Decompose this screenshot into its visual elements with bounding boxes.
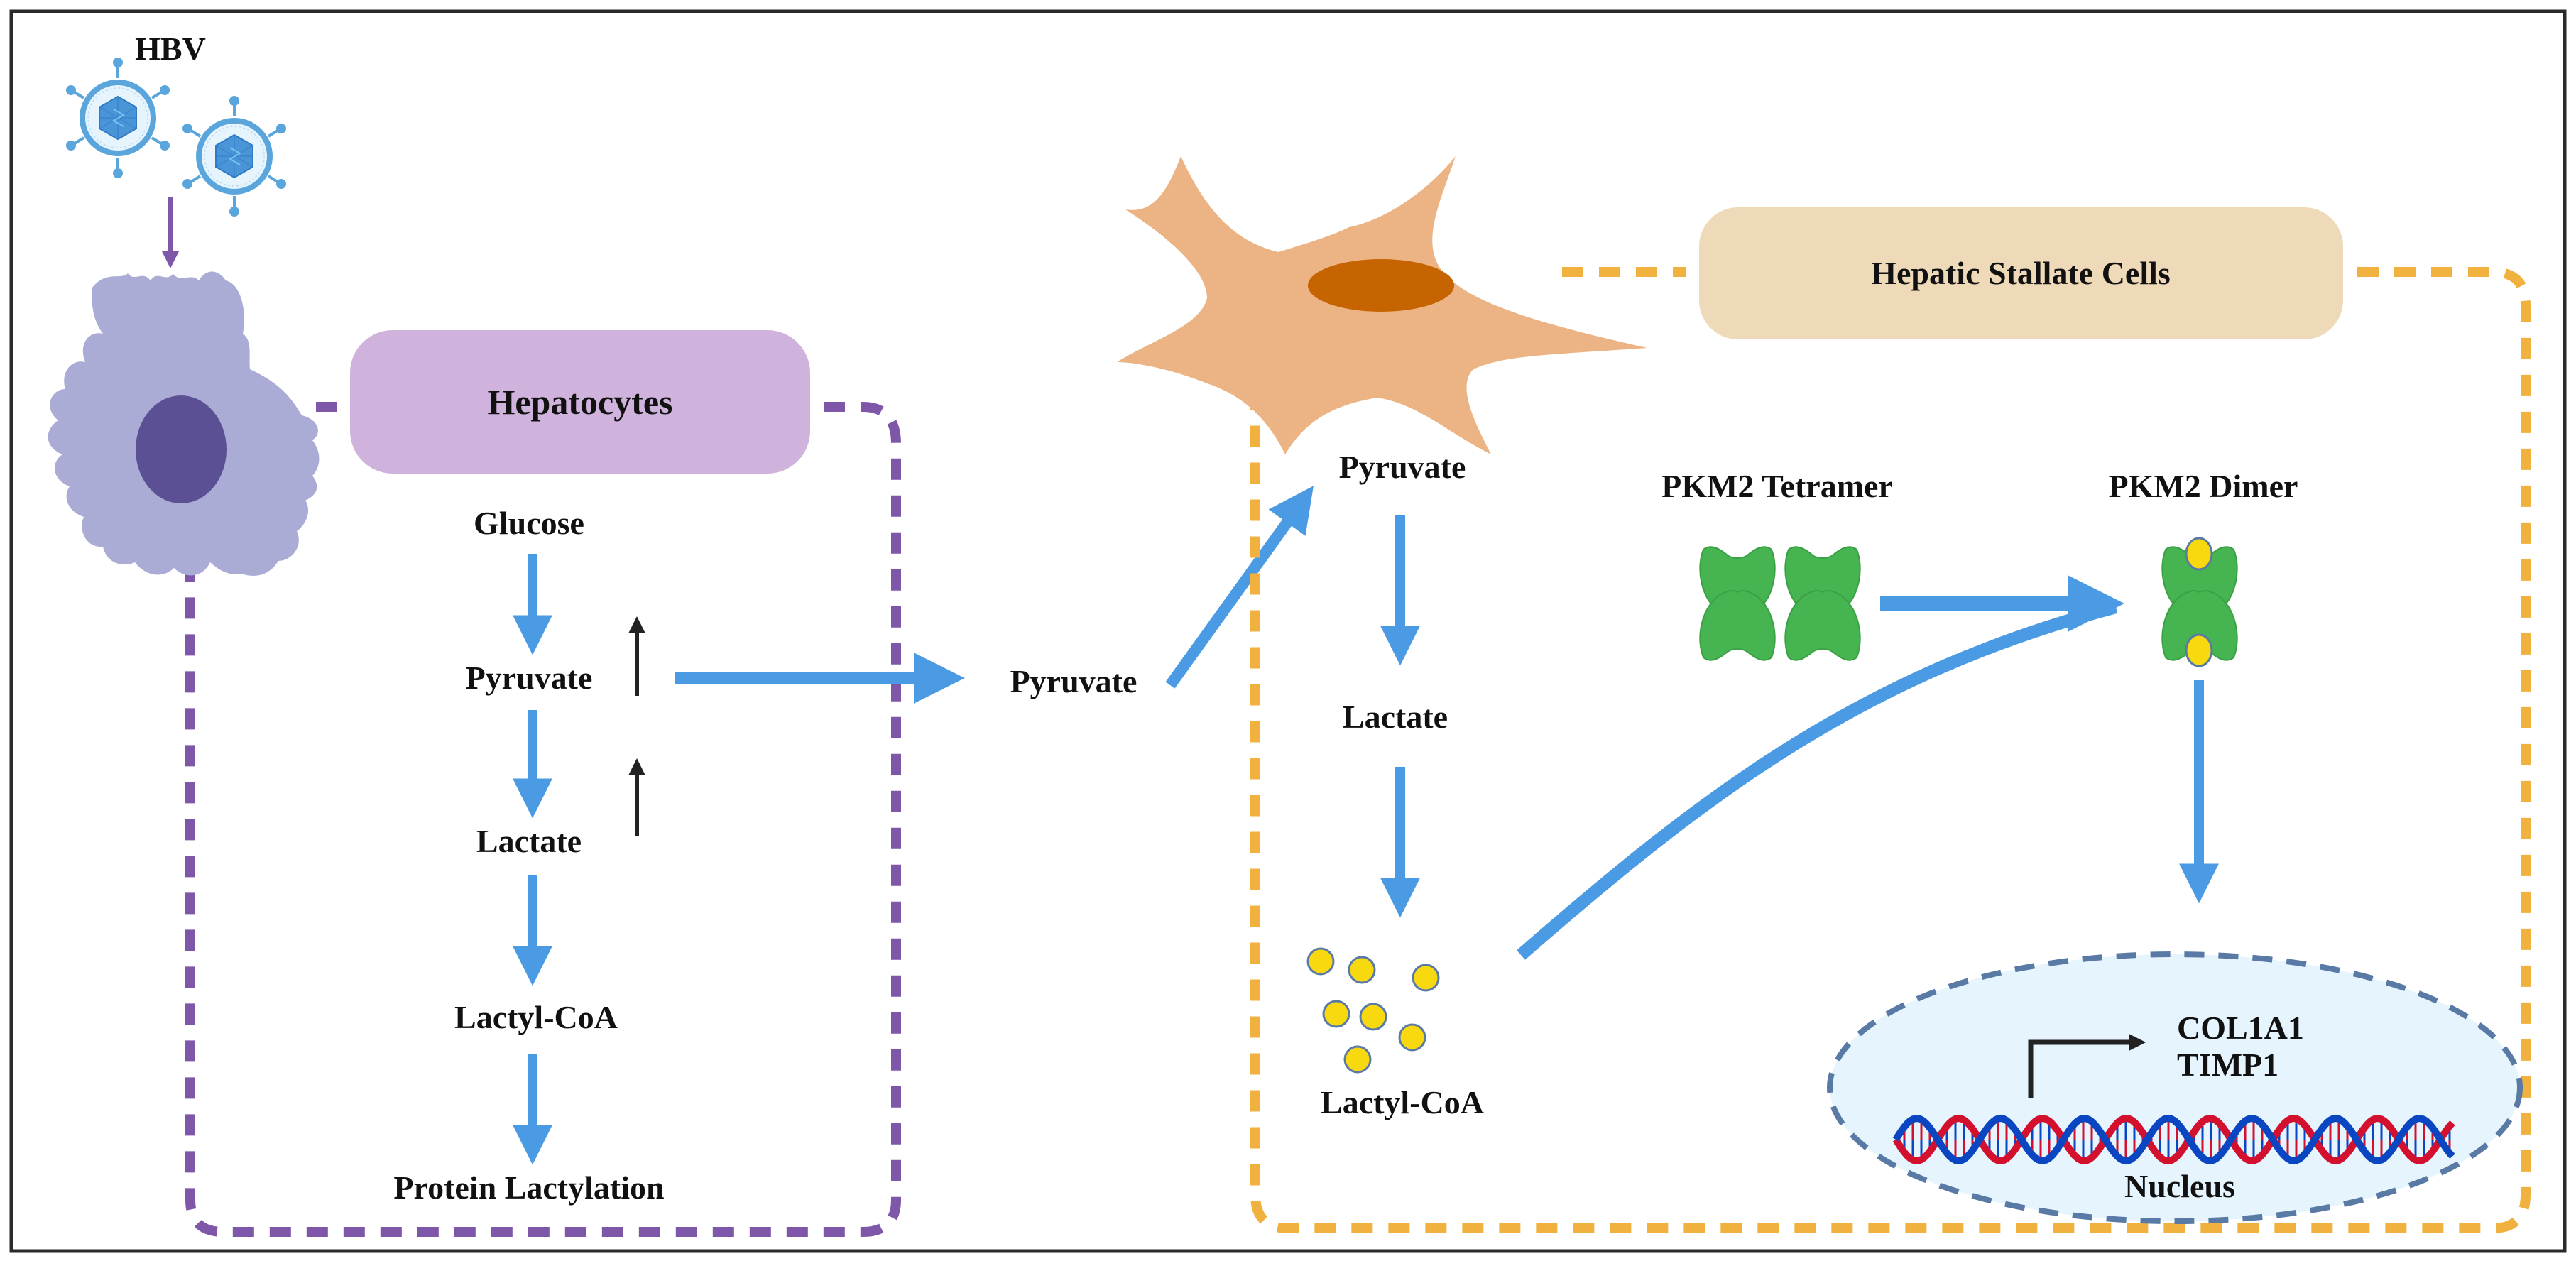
hsc-label-box — [1699, 207, 2343, 339]
lactyl-coa-dot — [1398, 1023, 1426, 1052]
hepatocyte-region: Hepatocytes Glucose Pyruvate Lactate Lac… — [48, 271, 901, 1237]
transfer-pyruvate-label: Pyruvate — [1010, 663, 1137, 699]
lactyl-coa-dot — [1359, 1003, 1387, 1031]
gene-col1a1: COL1A1 — [2177, 1010, 2304, 1046]
hepatocytes-label-box — [350, 330, 810, 474]
pathway-node-glucose: Glucose — [474, 505, 584, 541]
dna-strand-red — [1892, 1114, 2455, 1165]
pathway-node-pyruvate: Pyruvate — [466, 660, 593, 696]
hbv-group: HBV — [66, 31, 286, 268]
hepatocyte-boundary — [185, 402, 901, 1237]
lactyl-coa-dot — [1322, 1000, 1350, 1028]
hepatocyte-nucleus — [136, 395, 227, 503]
nucleus-group: COL1A1 TIMP1 Nucleus — [1827, 951, 2523, 1224]
lactylation-arrow — [1517, 601, 2118, 960]
lactyl-coa-dot — [1348, 956, 1376, 984]
uptake-arrow — [1165, 486, 1314, 689]
transfer-group: Pyruvate — [675, 486, 1314, 704]
hsc-label: Hepatic Stallate Cells — [1871, 255, 2171, 291]
stellate-cell-icon — [1117, 156, 1647, 454]
lactyl-coa-dot — [1412, 964, 1440, 992]
lactyl-coa-dot — [1343, 1045, 1372, 1074]
lactyl-coa-dot — [1306, 947, 1335, 976]
hsc-region: Hepatic Stallate Cells Pyruvate Lactate … — [1117, 156, 2531, 1233]
gene-timp1: TIMP1 — [2177, 1047, 2278, 1083]
pathway-node-lactate: Lactate — [476, 823, 582, 859]
transcription-arrow — [2028, 1033, 2146, 1098]
pkm2-dimer-icon — [2161, 537, 2238, 667]
hepatocyte-cell-icon — [48, 271, 320, 576]
pathway-node-lactyl-coa: Lactyl-CoA — [454, 999, 618, 1035]
hsc-node-pyruvate: Pyruvate — [1339, 449, 1466, 485]
hbv-label: HBV — [135, 31, 206, 67]
nucleus-label: Nucleus — [2124, 1168, 2235, 1204]
pkm2-dimer-label: PKM2 Dimer — [2109, 468, 2298, 504]
hsc-node-lactate: Lactate — [1343, 699, 1448, 735]
hsc-node-lactyl-coa: Lactyl-CoA — [1321, 1084, 1484, 1120]
pathway-node-protein-lactylation: Protein Lactylation — [393, 1169, 664, 1206]
lactyl-coa-cluster — [1306, 947, 1440, 1074]
dna-helix-icon — [1892, 1114, 2455, 1165]
hsc-boundary — [1250, 267, 2531, 1233]
pkm2-tetramer-label: PKM2 Tetramer — [1661, 468, 1893, 504]
stellate-nucleus — [1308, 259, 1454, 312]
hepatocytes-label: Hepatocytes — [487, 382, 672, 422]
dna-strand-blue — [1892, 1114, 2455, 1165]
lactylation-mark — [2185, 633, 2213, 667]
lactylation-mark — [2185, 537, 2213, 571]
